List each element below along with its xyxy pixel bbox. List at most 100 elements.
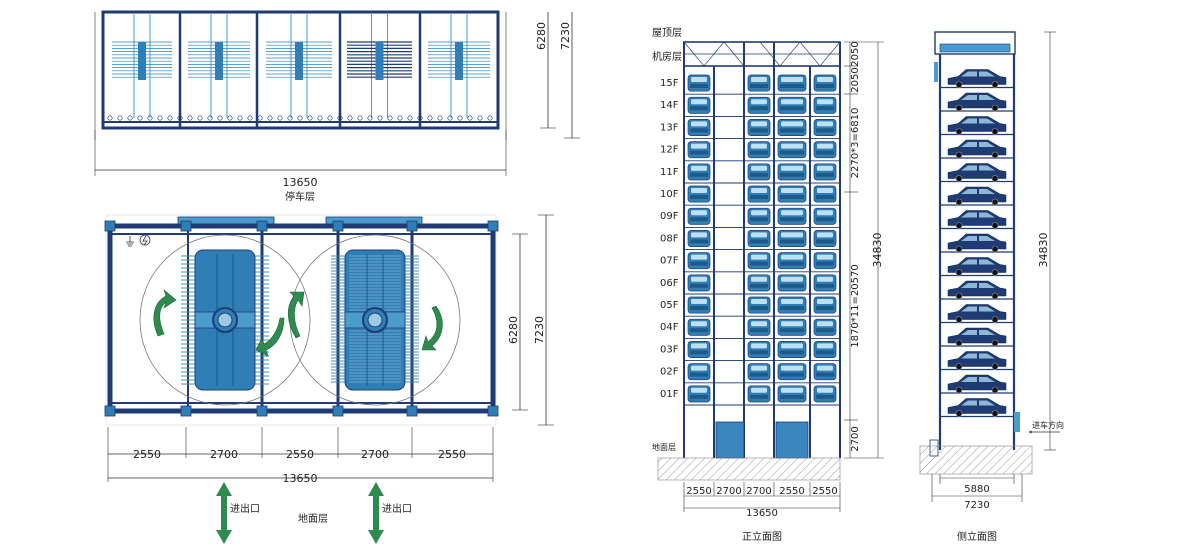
car-icon (777, 363, 807, 381)
car-side-icon (947, 304, 1007, 323)
floor-label: 02F (660, 367, 679, 378)
ground-level-label: 地面层 (652, 442, 676, 452)
front-dim-ground: 2700 (850, 426, 861, 451)
car-icon (747, 318, 771, 336)
front-foundation (657, 457, 841, 481)
car-icon (687, 185, 711, 203)
parking-level-caption: 停车层 (285, 190, 315, 203)
side-elevation: 进车方向 34830 5880 7230 侧立面图 (919, 31, 1064, 543)
car-side-icon (947, 257, 1007, 276)
front-dim-roof: 2050 (850, 41, 861, 66)
car-side-icon (947, 374, 1007, 394)
floor-label: 14F (660, 100, 679, 111)
floor-label: 09F (660, 211, 679, 222)
entrance-arrow-icon (216, 482, 384, 544)
car-side-icon (947, 116, 1007, 135)
parking-level-structure (94, 10, 507, 140)
floor-label: 12F (660, 145, 679, 156)
car-icon (747, 163, 771, 181)
car-side-icon (947, 398, 1007, 417)
car-icon (777, 318, 807, 336)
car-icon (813, 252, 837, 270)
front-elevation: 屋顶层 机房层 地面层 15F14F13F12F11F10F09F08F07F0… (652, 27, 884, 543)
front-elevation-caption: 正立面图 (742, 530, 782, 543)
car-icon (747, 363, 771, 381)
ground-height-dim-7230: 7230 (533, 316, 546, 344)
car-side-icon (947, 351, 1007, 370)
front-car-slots (684, 74, 840, 406)
power-symbol-icon (139, 234, 151, 246)
front-span-2: 2700 (716, 486, 741, 497)
floor-label: 01F (660, 389, 679, 400)
floor-label: 10F (660, 189, 679, 200)
car-icon (747, 96, 771, 114)
height-dim-6280: 6280 (535, 22, 548, 50)
floor-label: 13F (660, 122, 679, 133)
floor-label: 15F (660, 78, 679, 89)
car-icon (777, 207, 807, 225)
car-icon (687, 296, 711, 314)
floor-label: 04F (660, 322, 679, 333)
car-icon (777, 296, 807, 314)
car-icon (777, 96, 807, 114)
floor-label: 03F (660, 344, 679, 355)
front-span-3: 2700 (746, 486, 771, 497)
side-dim-7230: 7230 (964, 500, 989, 511)
ground-width-total: 13650 (283, 472, 318, 485)
car-icon (813, 141, 837, 159)
span-dim-5: 2550 (438, 448, 466, 461)
car-icon (813, 296, 837, 314)
car-icon (813, 274, 837, 292)
right-lift-shaft (775, 421, 809, 459)
car-icon (813, 341, 837, 358)
car-icon (813, 163, 837, 181)
car-icon (813, 74, 837, 92)
car-icon (687, 252, 711, 270)
span-dim-2: 2700 (210, 448, 238, 461)
car-side-icon (947, 280, 1007, 300)
floor-label: 05F (660, 300, 679, 311)
front-span-4: 2550 (779, 486, 804, 497)
rotation-arrow-icon (153, 289, 443, 357)
car-icon (777, 141, 807, 159)
car-icon (777, 274, 807, 292)
car-side-icon (947, 163, 1007, 182)
side-dim-5880: 5880 (964, 484, 989, 495)
car-icon (747, 252, 771, 270)
car-icon (813, 185, 837, 203)
car-icon (747, 385, 771, 403)
car-icon (687, 119, 711, 136)
floor-label: 06F (660, 278, 679, 289)
span-dim-1: 2550 (133, 448, 161, 461)
ground-level-plan: 2550 2700 2550 2700 2550 13650 6280 7230… (104, 214, 554, 544)
car-icon (777, 385, 807, 403)
car-icon (747, 74, 771, 92)
car-icon (687, 96, 711, 114)
car-icon (777, 252, 807, 270)
car-icon (813, 207, 837, 225)
car-icon (687, 318, 711, 336)
car-icon (777, 163, 807, 181)
car-icon (687, 274, 711, 292)
turntable-left (139, 234, 311, 406)
car-side-icon (947, 210, 1007, 229)
entry-direction-label: 进车方向 (1032, 420, 1064, 430)
car-icon (813, 385, 837, 403)
front-span-1: 2550 (686, 486, 711, 497)
entrance-label-2: 进出口 (382, 502, 412, 515)
car-icon (813, 96, 837, 114)
front-height-total: 34830 (871, 233, 884, 268)
car-side-icon (947, 186, 1007, 206)
floor-label: 08F (660, 233, 679, 244)
car-icon (687, 74, 711, 92)
car-icon (687, 207, 711, 225)
car-icon (777, 74, 807, 92)
car-side-icon (947, 327, 1007, 347)
floor-label: 11F (660, 167, 679, 178)
width-total-label: 13650 (283, 176, 318, 189)
car-icon (747, 296, 771, 314)
span-dim-4: 2700 (361, 448, 389, 461)
car-icon (687, 141, 711, 159)
machine-level-label: 机房层 (652, 50, 682, 63)
